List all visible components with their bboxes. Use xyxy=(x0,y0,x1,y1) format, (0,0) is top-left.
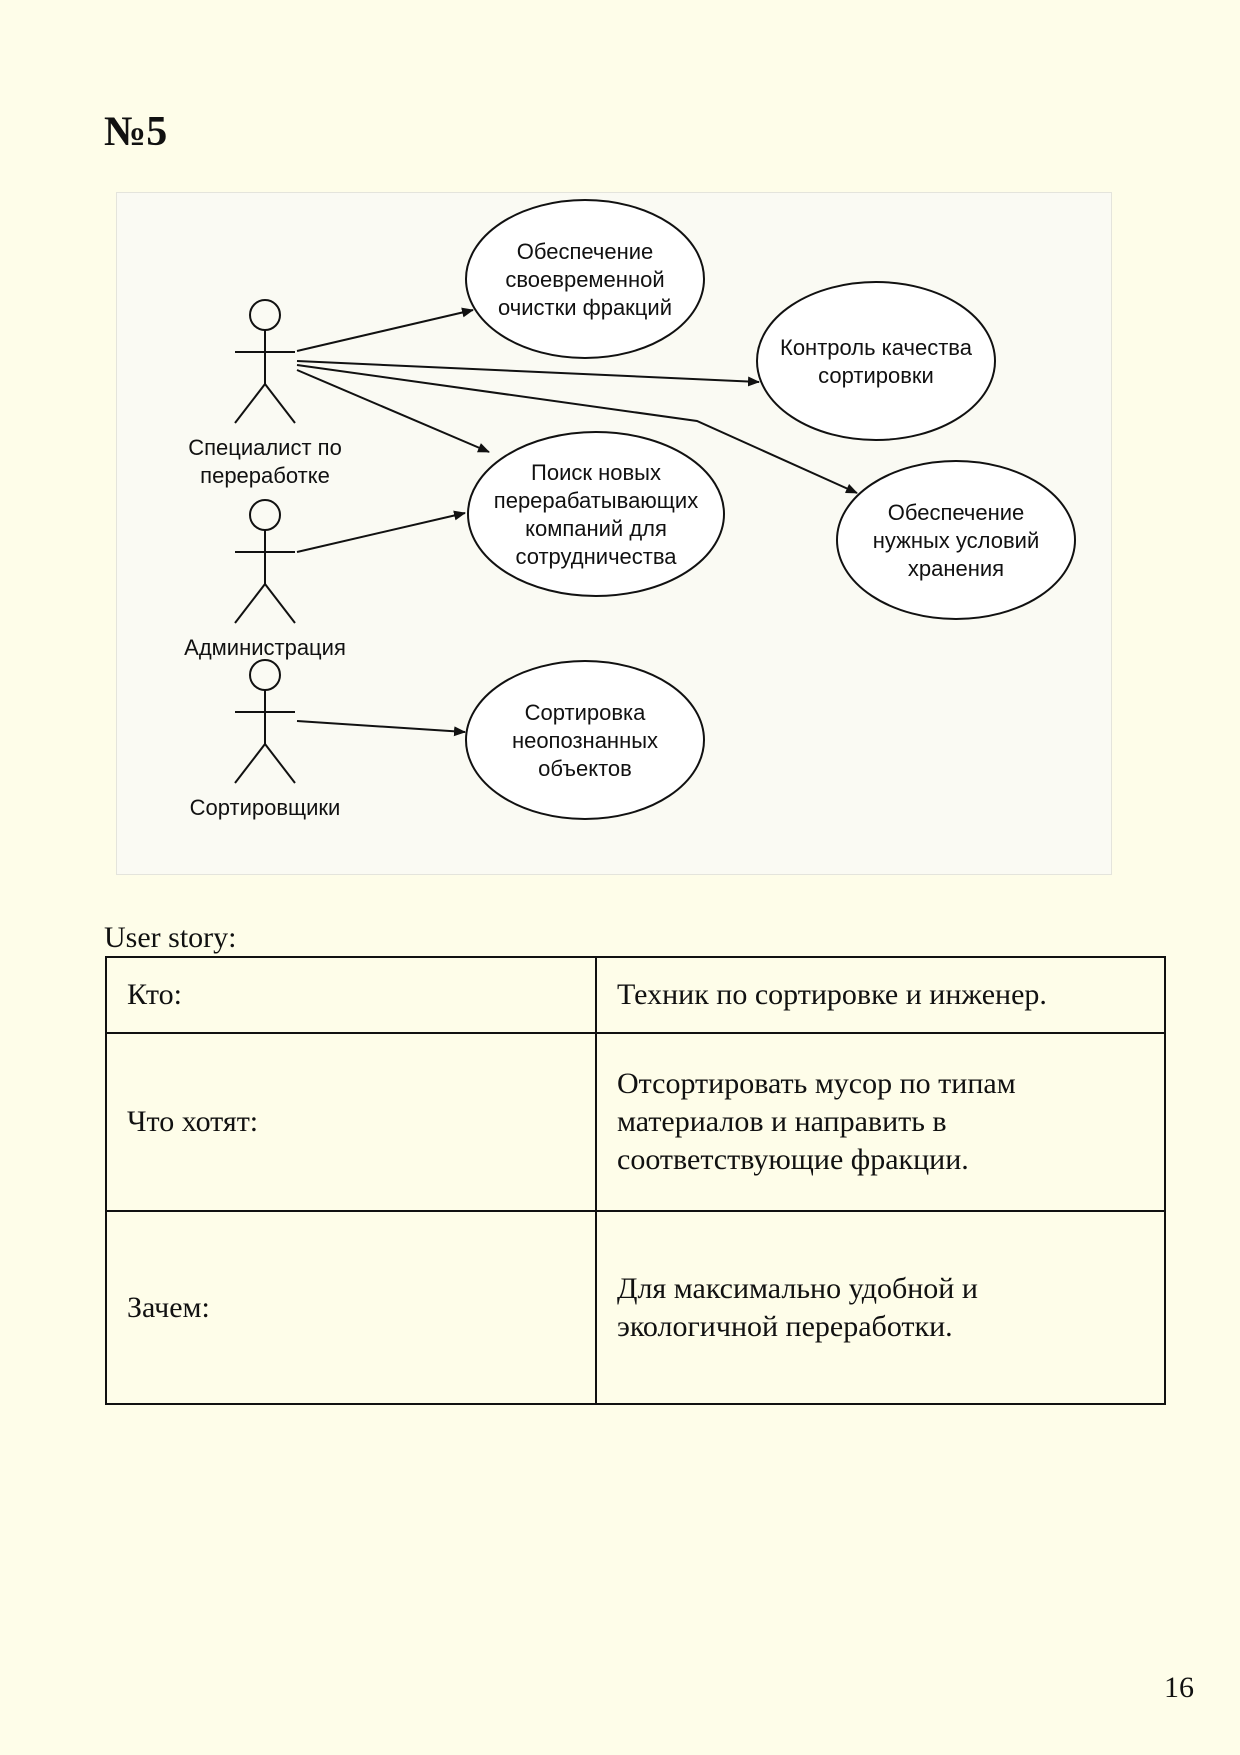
user-story-heading: User story: xyxy=(104,921,237,954)
page-title: №5 xyxy=(104,109,168,155)
association-admin-search xyxy=(296,510,466,553)
actor-sorters-label: Сортировщики xyxy=(190,795,341,820)
user-story-value-who: Техник по сортировке и инженер. xyxy=(595,956,1166,1034)
use-case-search xyxy=(467,431,725,597)
actor-specialist-icon xyxy=(234,299,296,424)
actor-admin-label: Администрация xyxy=(184,635,346,660)
table-row: Что хотят: Отсортировать мусор по типам … xyxy=(105,1032,1166,1212)
association-specialist-storage xyxy=(296,364,858,494)
user-story-value-what: Отсортировать мусор по типам материалов … xyxy=(595,1032,1166,1212)
user-story-table: Кто: Техник по сортировке и инженер. Что… xyxy=(105,956,1166,1405)
association-sorters-unknown xyxy=(296,720,466,737)
use-case-quality xyxy=(756,281,996,441)
association-specialist-search xyxy=(296,369,490,453)
table-row: Кто: Техник по сортировке и инженер. xyxy=(105,956,1166,1034)
table-row: Зачем: Для максимально удобной и экологи… xyxy=(105,1210,1166,1405)
actor-sorters-icon xyxy=(234,659,296,784)
user-story-key-who: Кто: xyxy=(105,956,597,1034)
use-case-unknown xyxy=(465,660,705,820)
page-number: 16 xyxy=(1164,1671,1194,1704)
user-story-key-why: Зачем: xyxy=(105,1210,597,1405)
use-case-storage xyxy=(836,460,1076,620)
association-specialist-cleaning xyxy=(296,307,474,352)
actor-admin-icon xyxy=(234,499,296,624)
association-specialist-quality xyxy=(296,360,760,387)
use-case-cleaning xyxy=(465,199,705,359)
user-story-key-what: Что хотят: xyxy=(105,1032,597,1212)
user-story-value-why: Для максимально удобной и экологичной пе… xyxy=(595,1210,1166,1405)
